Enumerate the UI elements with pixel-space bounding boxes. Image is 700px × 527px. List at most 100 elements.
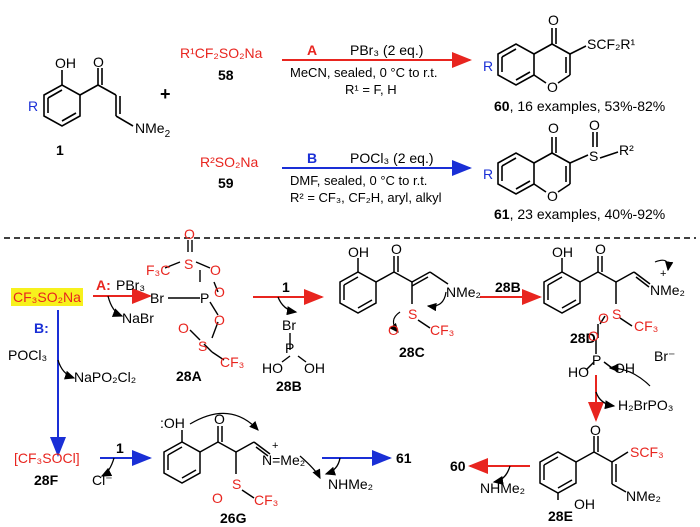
c1-nme2: NMe2 — [135, 120, 171, 140]
p61-r: R — [483, 166, 494, 182]
i26G-label: 26G — [220, 510, 247, 526]
p61-caption: 61, 23 examples, 40%-92% — [494, 206, 666, 222]
c1-o: O — [93, 54, 104, 70]
i28A-o4: O — [214, 312, 225, 328]
condB-reagent: POCl₃ (2 eq.) — [350, 150, 434, 166]
i28E-oh: OH — [574, 496, 595, 512]
c1-r: R — [28, 98, 39, 114]
p60-caption: 60, 16 examples, 53%-82% — [494, 98, 666, 114]
p60-o: O — [548, 12, 559, 28]
i28B-structure — [281, 333, 307, 363]
i26G-nme2: N=Me₂ — [262, 452, 306, 468]
i28D-br: Br⁻ — [654, 348, 676, 364]
condA-letter: A — [307, 42, 318, 58]
p61-s: S — [589, 148, 599, 164]
i28E-structure — [539, 436, 629, 500]
p60-sub: SCF₂R¹ — [587, 36, 636, 52]
arrow1-reagent: 1 — [282, 279, 290, 295]
p60-r: R — [483, 58, 494, 74]
i28B-br: Br — [282, 317, 296, 333]
cl-minus: Cl⁻ — [92, 472, 113, 488]
pathB-byproduct: NaPO₂Cl₂ — [74, 369, 137, 385]
i28A-structure — [164, 240, 225, 361]
i28E-label: 28E — [548, 508, 573, 524]
i28B-p: P — [285, 340, 295, 356]
i28D-oh: OH — [552, 244, 573, 260]
reagent-58: R¹CF₂SO₂Na — [180, 45, 263, 61]
product-60-structure — [497, 28, 587, 86]
i28D-p: P — [592, 352, 602, 368]
i28C-cf3: CF₃ — [430, 322, 455, 338]
i28A-s-bot: S — [198, 338, 208, 354]
pathA-label: A: — [96, 277, 111, 293]
p61-o: O — [548, 120, 559, 136]
arrow1b-reagent: 1 — [116, 440, 124, 456]
p61-ringo: O — [547, 188, 558, 204]
i28D-plus: + — [660, 268, 667, 280]
i28D-o3: O — [588, 328, 599, 344]
i28D-cf3: CF₃ — [634, 318, 659, 334]
i28A-o3: O — [214, 284, 225, 300]
i28A-label: 28A — [176, 368, 202, 384]
compound-1-structure — [43, 68, 134, 127]
i28C-o: O — [391, 241, 402, 257]
i28A-s-top: S — [184, 256, 194, 272]
i28D-s: S — [612, 306, 622, 322]
i28B-ho: HO — [262, 360, 283, 376]
c1-oh: OH — [55, 55, 76, 71]
i28A-o1: O — [184, 226, 195, 242]
i28F: [CF₃SOCl] — [14, 450, 80, 466]
pathB-label: B: — [34, 320, 49, 336]
i26G-plus: + — [272, 440, 279, 452]
i28D-o2: O — [598, 310, 609, 326]
i28D-ho: HO — [568, 364, 589, 380]
p61-r2: R² — [619, 142, 634, 158]
i26G-oh: :OH — [160, 415, 185, 431]
label-59: 59 — [218, 175, 234, 191]
i28C-oh: OH — [348, 244, 369, 260]
i28A-f3c-top: F₃C — [146, 262, 171, 278]
i28F-label: 28F — [34, 472, 59, 488]
i28C-structure — [339, 256, 449, 329]
condB-letter: B — [307, 150, 318, 166]
i28C-label: 28C — [399, 344, 425, 360]
reagent-59: R²SO₂Na — [200, 154, 259, 170]
plus-sign: + — [160, 84, 171, 104]
i26G-o: O — [214, 411, 225, 427]
i28D-oh2: OH — [614, 360, 635, 376]
arrow28B-reagent: 28B — [495, 279, 521, 295]
i26G-cf3: CF₃ — [254, 492, 279, 508]
pathA-reagent: PBr₃ — [116, 277, 146, 293]
i28E-o: O — [590, 422, 601, 438]
c1-label: 1 — [56, 142, 64, 158]
p61-byproduct: NHMe₂ — [328, 476, 374, 492]
pathA-byproduct: NaBr — [122, 310, 154, 326]
i28C-nme2: NMe₂ — [446, 284, 481, 300]
i28D-o: O — [595, 241, 606, 257]
start-material: CF₃SO₂Na — [11, 288, 83, 306]
i28C-o2: O — [388, 322, 399, 338]
product-61-label: 61 — [396, 450, 412, 466]
condA-line3: R¹ = F, H — [345, 82, 397, 97]
i28B-oh: OH — [304, 360, 325, 376]
i28A-o5: O — [178, 320, 189, 336]
condB-line3: R² = CF₃, CF₂H, aryl, alkyl — [290, 190, 442, 205]
p60-ringo: O — [547, 79, 558, 95]
p61-so: O — [589, 117, 600, 133]
i28E-scf3: SCF₃ — [630, 444, 664, 460]
i28D-structure — [543, 256, 651, 371]
condB-line2: DMF, sealed, 0 °C to r.t. — [290, 173, 428, 188]
i28A-br: Br — [150, 290, 164, 306]
label-58: 58 — [218, 67, 234, 83]
i28C-s: S — [408, 306, 418, 322]
i28A-o2: O — [210, 262, 221, 278]
condA-line2: MeCN, sealed, 0 °C to r.t. — [290, 65, 438, 80]
product-60-label: 60 — [450, 458, 466, 474]
i26G-structure — [163, 426, 271, 499]
i28A-p: P — [200, 290, 210, 306]
i26G-s: S — [232, 476, 242, 492]
i28A-cf3: CF₃ — [220, 354, 245, 370]
condA-reagent: PBr₃ (2 eq.) — [350, 42, 424, 58]
pathB-reagent: POCl₃ — [8, 347, 48, 363]
